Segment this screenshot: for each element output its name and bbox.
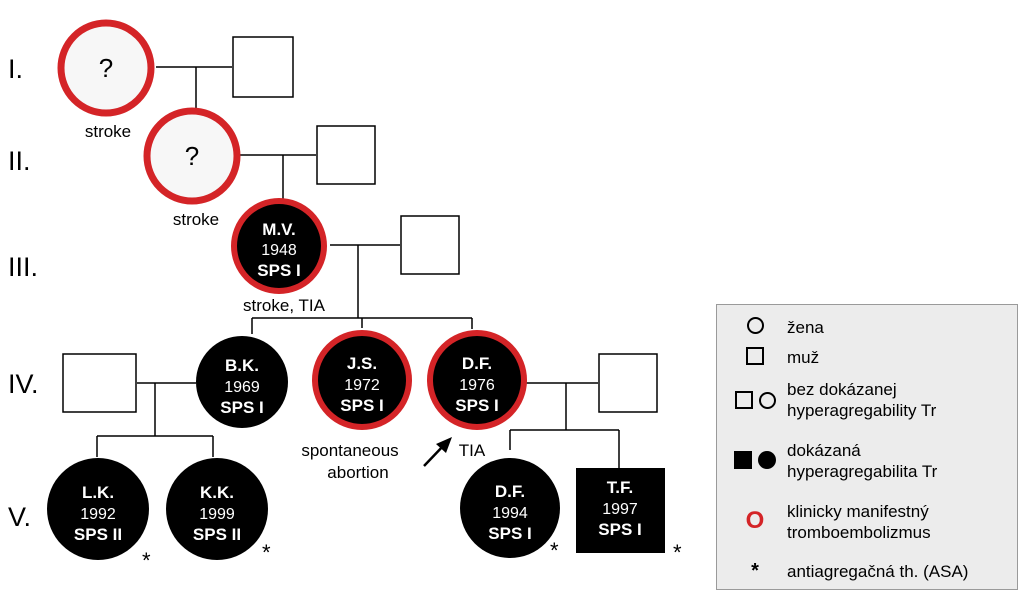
abortion-note-line1: spontaneous: [301, 441, 398, 460]
legend-text: muž: [787, 348, 820, 367]
circle-icon: [746, 317, 764, 334]
generation-label-1: I.: [8, 54, 23, 84]
individual-initials: B.K.: [225, 356, 259, 375]
generation-label-3: III.: [8, 252, 38, 282]
individual-initials: L.K.: [82, 483, 114, 502]
legend-symbol: [725, 451, 785, 469]
gen2-stroke-note: stroke: [173, 210, 219, 229]
circle-icon: [758, 391, 776, 409]
legend-text: tromboembolizmus: [787, 523, 931, 542]
individual-df-1976: D.F. 1976 SPS I: [427, 330, 527, 430]
individual-birth-year: 1999: [199, 506, 235, 523]
individual-sps-type: SPS I: [257, 261, 300, 280]
legend: žena muž bez dokázanej hyperagregability…: [716, 304, 1018, 590]
unknown-status-label: ?: [185, 141, 199, 171]
legend-text: hyperagregability Tr: [787, 401, 937, 420]
individual-sps-type: SPS I: [340, 396, 383, 415]
gen3-male: [400, 215, 460, 275]
legend-row-proven: dokázaná hyperagregabilita Tr: [717, 438, 1017, 484]
gen1-male: [232, 36, 294, 98]
gen1-female-affected: ?: [57, 19, 155, 117]
individual-js: J.S. 1972 SPS I: [312, 330, 412, 430]
generation-label-2: II.: [8, 146, 31, 176]
square-icon: [746, 347, 764, 365]
red-circle-icon: O: [745, 507, 765, 534]
legend-text: bez dokázanej: [787, 380, 897, 399]
individual-initials: D.F.: [495, 482, 525, 501]
asa-marker: *: [262, 540, 271, 565]
asterisk-icon: *: [751, 560, 759, 582]
individual-birth-year: 1976: [459, 377, 495, 394]
individual-birth-year: 1948: [261, 242, 297, 259]
legend-symbol: [725, 391, 785, 409]
individual-sps-type: SPS II: [74, 525, 122, 544]
individual-bk: B.K. 1969 SPS I: [196, 336, 288, 428]
individual-birth-year: 1994: [492, 505, 528, 522]
filled-square-icon: [734, 451, 752, 469]
filled-circle-icon: [758, 451, 776, 469]
gen1-stroke-note: stroke: [85, 122, 131, 141]
generation-label-5: V.: [8, 502, 31, 532]
individual-sps-type: SPS I: [598, 520, 641, 539]
gen2-female-affected: ?: [143, 107, 241, 205]
tia-note: TIA: [459, 441, 486, 460]
legend-text: žena: [787, 318, 824, 337]
gen4-male-left: [62, 353, 137, 413]
individual-initials: T.F.: [607, 478, 633, 497]
asa-marker: *: [550, 538, 559, 563]
legend-row-man: muž: [717, 345, 1017, 369]
legend-symbol: [725, 317, 785, 334]
generation-label-4: IV.: [8, 369, 39, 399]
individual-sps-type: SPS I: [220, 398, 263, 417]
legend-row-not-proven: bez dokázanej hyperagregability Tr: [717, 377, 1017, 423]
asa-marker: *: [142, 548, 151, 573]
individual-birth-year: 1997: [602, 501, 638, 518]
individual-sps-type: SPS II: [193, 525, 241, 544]
gen2-male: [316, 125, 376, 185]
legend-symbol: O: [725, 509, 785, 533]
legend-row-asa: * antiagregačná th. (ASA): [717, 559, 1017, 583]
individual-kk: K.K. 1999 SPS II: [166, 458, 268, 560]
relationship-lines: [96, 66, 620, 468]
individual-sps-type: SPS I: [455, 396, 498, 415]
asa-marker: *: [673, 540, 682, 565]
legend-symbol: [725, 347, 785, 365]
legend-row-woman: žena: [717, 315, 1017, 339]
legend-text: dokázaná: [787, 441, 861, 460]
individual-initials: M.V.: [262, 220, 295, 239]
individual-birth-year: 1972: [344, 377, 380, 394]
legend-text: hyperagregabilita Tr: [787, 462, 938, 481]
individual-initials: K.K.: [200, 483, 234, 502]
individual-initials: J.S.: [347, 354, 377, 373]
legend-symbol: *: [725, 561, 785, 581]
gen3-stroke-tia-note: stroke, TIA: [243, 296, 326, 315]
unknown-status-label: ?: [99, 53, 113, 83]
proband-arrow-icon: [423, 437, 452, 467]
individual-initials: D.F.: [462, 354, 492, 373]
individual-sps-type: SPS I: [488, 524, 531, 543]
individual-birth-year: 1969: [224, 379, 260, 396]
legend-text: antiagregačná th. (ASA): [787, 562, 969, 581]
individual-lk: L.K. 1992 SPS II: [47, 458, 149, 560]
square-icon: [734, 391, 753, 409]
individual-birth-year: 1992: [80, 506, 116, 523]
legend-text: klinicky manifestný: [787, 502, 929, 521]
gen4-male-right: [598, 353, 658, 413]
individual-tf: T.F. 1997 SPS I: [576, 468, 665, 553]
individual-mv: M.V. 1948 SPS I: [231, 198, 327, 294]
legend-row-thromboembolism: O klinicky manifestný tromboembolizmus: [717, 499, 1017, 545]
individual-df-1994: D.F. 1994 SPS I: [460, 458, 560, 558]
abortion-note-line2: abortion: [327, 463, 388, 482]
